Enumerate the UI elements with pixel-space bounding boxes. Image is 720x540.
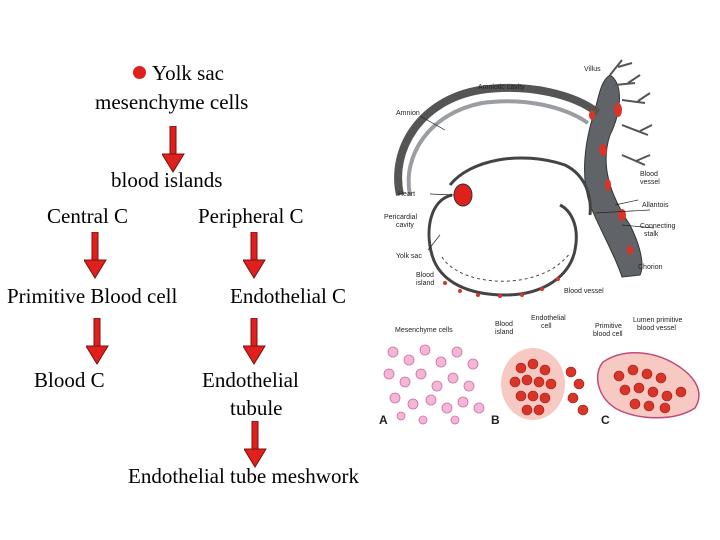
- connecting-stalk-label-2: stalk: [644, 231, 659, 238]
- blood-islands-label: blood islands: [111, 168, 223, 192]
- blood-island-fig-label-2: island: [416, 280, 434, 287]
- down-arrow-icon: [243, 232, 266, 279]
- down-arrow-icon: [162, 126, 185, 173]
- yolk-sac-label: Yolk sac: [152, 61, 224, 85]
- lumen-vessel-fig-label-1: Lumen primitive: [633, 317, 683, 324]
- down-arrow-icon: [84, 232, 107, 279]
- histology-illustration: A B C Mesenchyme cells Blood island Endo…: [379, 315, 700, 427]
- down-arrow-icon: [243, 318, 266, 365]
- endothelial-cell-fig-label-1: Endothelial: [531, 315, 566, 322]
- panel-c-vessel: C: [596, 351, 700, 427]
- panel-b-blood-island: B: [491, 348, 589, 427]
- blood-vessel-label-1: Blood: [640, 171, 658, 178]
- primitive-blood-cell-fig-label-2: blood cell: [593, 331, 623, 338]
- villus-label: Villus: [584, 66, 601, 73]
- central-cell-label: Central C: [47, 204, 129, 228]
- down-arrow-icon: [86, 318, 109, 365]
- endothelial-cell-label: Endothelial C: [230, 284, 347, 308]
- blood-cell-label: Blood C: [34, 368, 105, 392]
- pericardial-cavity-label: cavity: [396, 222, 414, 229]
- down-arrow-icon: [244, 421, 267, 468]
- endothelial-cell-fig-label-2: cell: [541, 323, 552, 330]
- allantois-label: Allantois: [642, 202, 669, 209]
- blood-island-fig-label-1: Blood: [416, 272, 434, 279]
- peripheral-cell-label: Peripheral C: [198, 204, 304, 228]
- lumen-vessel-fig-label-2: blood vessel: [637, 325, 676, 332]
- connecting-stalk-label-1: Connecting: [640, 223, 676, 230]
- blood-island-b-label-1: Blood: [495, 321, 513, 328]
- panel-a-label: A: [379, 413, 388, 427]
- chorion-label: Chorion: [638, 264, 663, 271]
- pericardial-label: Pericardial: [384, 214, 418, 221]
- panel-a-mesenchyme: A: [379, 344, 485, 427]
- heart-label: Heart: [398, 191, 415, 198]
- meshwork-label: Endothelial tube meshwork: [128, 464, 359, 488]
- blood-vessel-bottom-label: Blood vessel: [564, 288, 604, 295]
- amnion-label: Amnion: [396, 110, 420, 117]
- primitive-blood-cell-label: Primitive Blood cell: [7, 284, 178, 308]
- mesenchyme-cells-label: mesenchyme cells: [95, 90, 249, 114]
- embryo-illustration: Villus Amniotic cavity Amnion Heart Peri…: [384, 59, 676, 298]
- bullet-icon: [133, 66, 146, 79]
- mesenchyme-cells-fig-label: Mesenchyme cells: [395, 327, 453, 334]
- blood-vessel-label-2: vessel: [640, 179, 660, 186]
- tubule-label: tubule: [230, 396, 283, 420]
- yolk-sac-fig-label: Yolk sac: [396, 253, 422, 260]
- blood-island-b-label-2: island: [495, 329, 513, 336]
- panel-b-label: B: [491, 413, 500, 427]
- panel-c-label: C: [601, 413, 610, 427]
- amniotic-cavity-label: Amniotic cavity: [478, 84, 525, 91]
- endothelial-label: Endothelial: [202, 368, 299, 392]
- primitive-blood-cell-fig-label-1: Primitive: [595, 323, 622, 330]
